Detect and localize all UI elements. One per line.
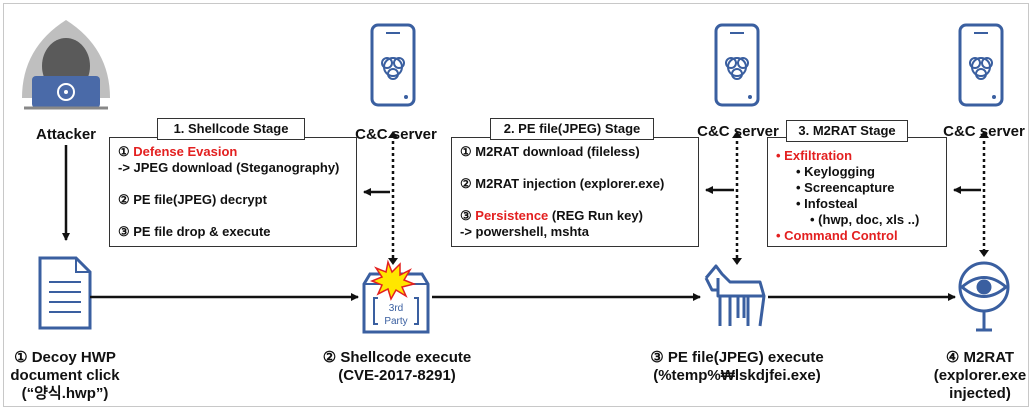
s2-line1: ① M2RAT download (fileless) — [460, 144, 640, 159]
step4-caption: ④ M2RAT (explorer.exe injected) — [928, 349, 1032, 403]
step1-line2: document click — [10, 367, 120, 384]
cnc-label-2: C&C server — [697, 123, 779, 140]
eye-search-icon — [958, 261, 1010, 332]
explosion-icon — [369, 259, 417, 301]
attacker-icon — [22, 20, 110, 110]
step2-line1: ② Shellcode execute — [322, 349, 472, 366]
trojan-horse-icon — [704, 264, 766, 327]
s2-line3-suffix: (REG Run key) — [548, 208, 643, 223]
step4-line3: injected) — [949, 385, 1011, 402]
s3-command-control: Command Control — [784, 228, 898, 243]
s2-line4: -> powershell, mshta — [460, 224, 589, 239]
s1-line3: ② PE file(JPEG) decrypt — [118, 192, 267, 207]
step1-line3: (“양식.hwp”) — [21, 385, 109, 402]
package-text-line1: 3rd — [389, 303, 403, 314]
s1-defense-evasion: Defense Evasion — [133, 144, 238, 159]
step1-caption: ① Decoy HWP document click (“양식.hwp”) — [6, 349, 124, 403]
document-icon — [38, 256, 92, 330]
cnc-phone-icon-1 — [370, 23, 416, 107]
step4-line2: (explorer.exe — [933, 367, 1027, 384]
s3-exfiltration: Exfiltration — [784, 148, 853, 163]
s3-screencapture: Screencapture — [804, 180, 895, 195]
s3-sub-bullet-1: • — [796, 164, 805, 179]
m2rat-stage-title: 3. M2RAT Stage — [786, 120, 908, 142]
step2-line2: (CVE-2017-8291) — [338, 367, 456, 384]
shellcode-stage-title: 1. Shellcode Stage — [157, 118, 305, 140]
s1-line4: ③ PE file drop & execute — [118, 224, 271, 239]
cnc-phone-icon-3 — [958, 23, 1004, 107]
s3-infosteal: Infosteal — [804, 196, 858, 211]
m2rat-stage-box: • Exfiltration • Keylogging • Screencapt… — [767, 137, 947, 247]
step2-caption: ② Shellcode execute (CVE-2017-8291) — [300, 349, 494, 385]
cnc-label-3: C&C server — [943, 123, 1025, 140]
s1-line1-prefix: ① — [118, 144, 134, 159]
s3-sub-bullet-2: • — [796, 180, 805, 195]
s3-keylogging: Keylogging — [804, 164, 875, 179]
diagram-frame — [3, 3, 1029, 407]
package-text-line2: Party — [384, 316, 407, 327]
step1-line1: ① Decoy HWP — [14, 349, 116, 366]
pe-file-stage-box: ① M2RAT download (fileless) ② M2RAT inje… — [451, 137, 699, 247]
step3-line2: (%temp%₩lskdjfei.exe) — [653, 367, 821, 384]
pe-file-stage-title: 2. PE file(JPEG) Stage — [490, 118, 654, 140]
s2-persistence: Persistence — [475, 208, 549, 223]
step3-caption: ③ PE file(JPEG) execute (%temp%₩lskdjfei… — [626, 349, 848, 385]
s3-bullet-2: • — [776, 228, 785, 243]
attacker-label: Attacker — [35, 126, 97, 143]
s3-sub-bullet-3: • — [796, 196, 805, 211]
s3-infosteal-detail: (hwp, doc, xls ..) — [818, 212, 920, 227]
cnc-phone-icon-2 — [714, 23, 760, 107]
s1-line2: -> JPEG download (Steganography) — [118, 160, 340, 175]
step3-line1: ③ PE file(JPEG) execute — [650, 349, 824, 366]
step4-line1: ④ M2RAT — [945, 349, 1015, 366]
s2-line2: ② M2RAT injection (explorer.exe) — [460, 176, 665, 191]
s2-line3-prefix: ③ — [460, 208, 476, 223]
cnc-label-1: C&C server — [355, 126, 437, 143]
s3-sub-sub-bullet: • — [810, 212, 819, 227]
shellcode-stage-box: ① Defense Evasion -> JPEG download (Steg… — [109, 137, 357, 247]
s3-bullet-1: • — [776, 148, 785, 163]
